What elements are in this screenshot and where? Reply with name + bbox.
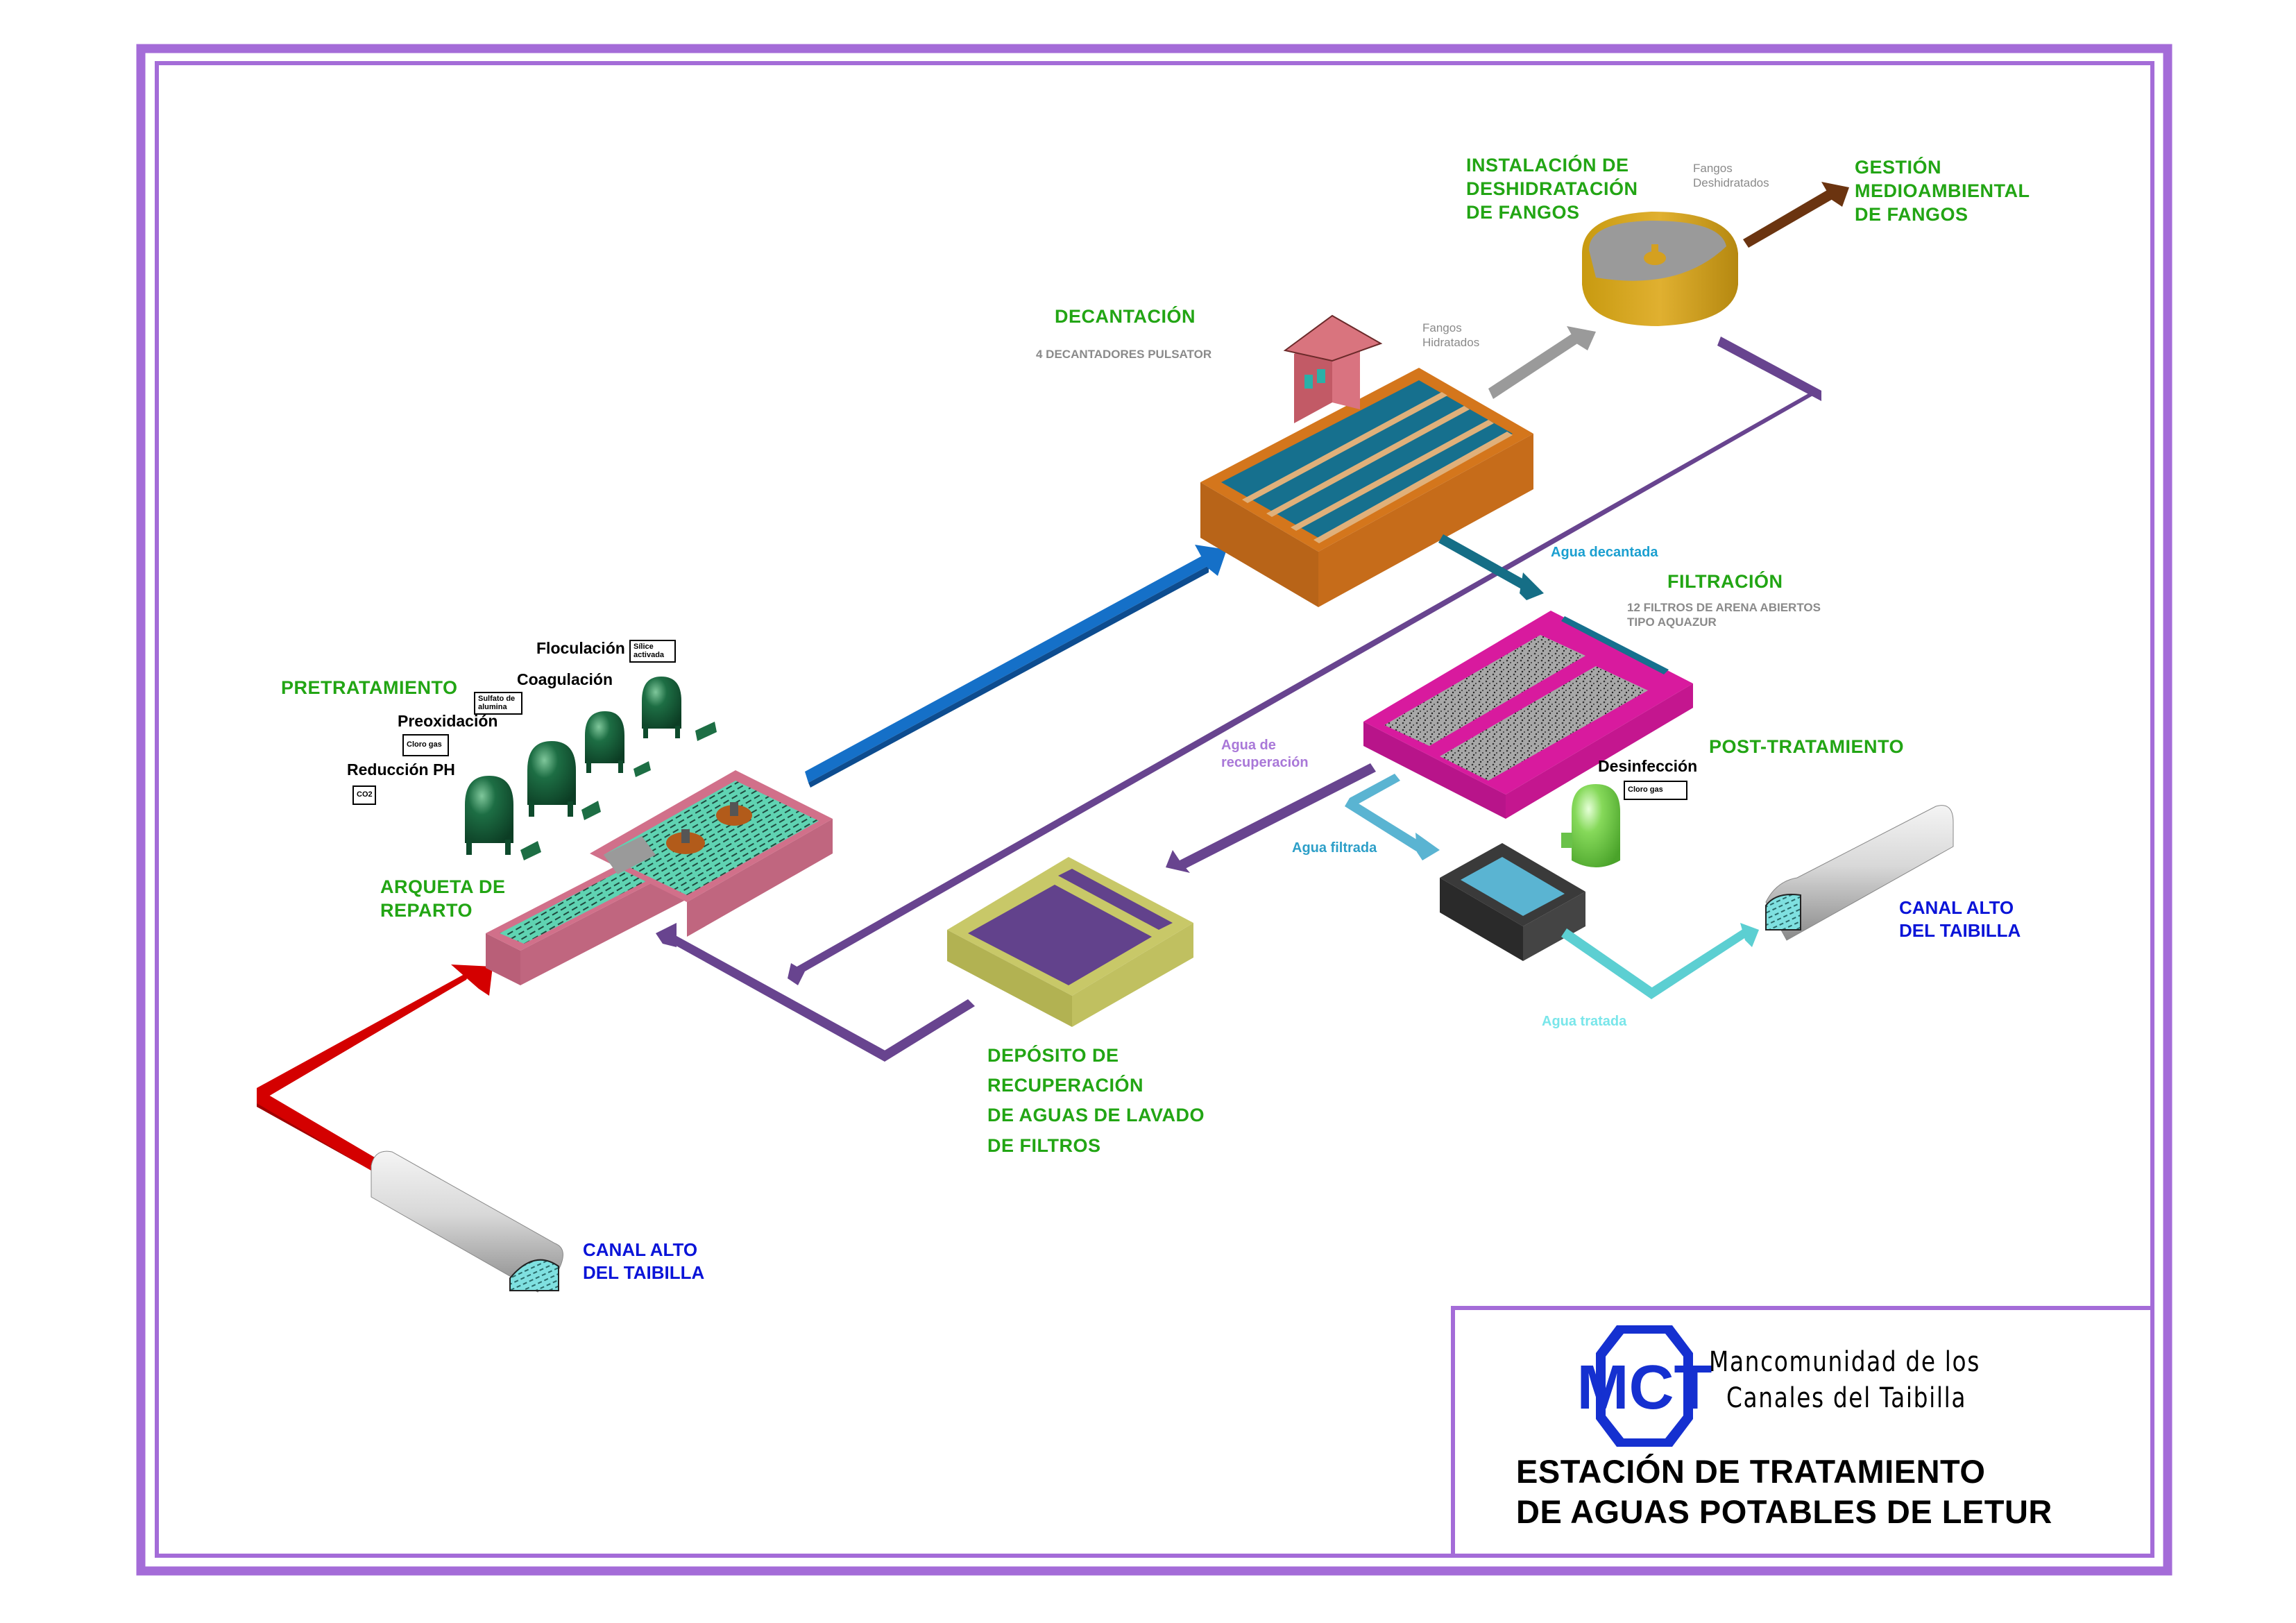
filtered-water-arrow bbox=[1345, 774, 1440, 860]
tank-coagulacion bbox=[585, 711, 624, 773]
label-deshidratacion: INSTALACIÓN DE DESHIDRATACIÓN DE FANGOS bbox=[1466, 155, 1638, 223]
reagent-cloro-gas-preox: Cloro gas bbox=[402, 734, 449, 756]
station-title-line2: DE AGUAS POTABLES DE LETUR bbox=[1516, 1493, 2052, 1530]
label-canal-outlet: CANAL ALTO DEL TAIBILLA bbox=[1899, 897, 2021, 941]
label-agua-recuperacion: Agua de recuperación bbox=[1221, 738, 1309, 770]
inner-frame bbox=[155, 61, 2154, 1558]
label-post-tratamiento: POST-TRATAMIENTO bbox=[1709, 736, 1904, 757]
decantation-tank bbox=[1200, 314, 1533, 607]
treated-water-arrow bbox=[1561, 923, 1759, 999]
tank-floculacion bbox=[642, 677, 681, 738]
title-block-border bbox=[1451, 1306, 2152, 1556]
filtration-tank bbox=[1363, 611, 1693, 819]
logo-text: MCT bbox=[1577, 1353, 1712, 1422]
label-filtros-arena: 12 FILTROS DE ARENA ABIERTOS TIPO AQUAZU… bbox=[1627, 601, 1821, 629]
decanted-water-arrow bbox=[1438, 534, 1544, 600]
label-reduccion-ph: Reducción PH bbox=[347, 760, 455, 779]
canal-inlet-tunnel bbox=[371, 1150, 563, 1293]
label-filtracion: FILTRACIÓN bbox=[1667, 571, 1783, 592]
canal-outlet-tunnel bbox=[1765, 805, 1954, 941]
label-fangos-deshidratados: Fangos Deshidratados bbox=[1693, 162, 1769, 190]
reagent-co2: CO2 bbox=[352, 785, 376, 805]
label-gestion-medioambiental: GESTIÓN MEDIOAMBIENTAL DE FANGOS bbox=[1855, 157, 2030, 225]
decanter-beams bbox=[1242, 392, 1513, 543]
label-preoxidacion: Preoxidación bbox=[398, 712, 498, 730]
station-title-line1: ESTACIÓN DE TRATAMIENTO bbox=[1516, 1453, 1986, 1490]
pretreated-water-arrow bbox=[805, 545, 1227, 788]
label-floculacion: Floculación bbox=[536, 639, 625, 657]
organization-name-line1: Mancomunidad de los bbox=[1709, 1346, 1980, 1378]
label-arqueta-reparto: ARQUETA DE REPARTO bbox=[380, 876, 506, 921]
recovery-water-arrow bbox=[1166, 763, 1376, 873]
outer-frame bbox=[136, 44, 2172, 1576]
reagent-cloro-gas-desinf: Cloro gas bbox=[1624, 781, 1687, 800]
tank-preoxidacion bbox=[527, 741, 576, 817]
raw-water-arrow bbox=[257, 965, 493, 1173]
label-fangos-hidratados: Fangos Hidratados bbox=[1422, 321, 1480, 350]
organization-name-line2: Canales del Taibilla bbox=[1726, 1382, 1967, 1414]
label-desinfeccion: Desinfección bbox=[1598, 757, 1698, 775]
tank-reduccion-ph bbox=[465, 776, 513, 855]
chemical-tanks bbox=[465, 677, 717, 860]
control-building bbox=[1283, 314, 1383, 423]
mct-logo: MCT bbox=[1577, 1325, 1712, 1447]
treated-water-reservoir bbox=[1440, 843, 1585, 961]
label-pretratamiento: PRETRATAMIENTO bbox=[281, 677, 458, 698]
chlorine-tank bbox=[1561, 784, 1620, 867]
label-agua-decantada: Agua decantada bbox=[1551, 545, 1658, 560]
sludge-dewatered-arrow bbox=[1743, 182, 1849, 248]
label-agua-tratada: Agua tratada bbox=[1542, 1014, 1627, 1029]
label-deposito-recuperacion: DEPÓSITO DE RECUPERACIÓN DE AGUAS DE LAV… bbox=[987, 1045, 1205, 1156]
sludge-dewatering-unit bbox=[1582, 212, 1738, 326]
label-decantadores: 4 DECANTADORES PULSATOR bbox=[1036, 348, 1212, 361]
label-canal-inlet: CANAL ALTO DEL TAIBILLA bbox=[583, 1239, 705, 1283]
deposit-return-arrow bbox=[656, 923, 975, 1062]
label-agua-filtrada: Agua filtrada bbox=[1292, 840, 1377, 856]
return-water-line bbox=[788, 337, 1821, 985]
arqueta-de-reparto bbox=[486, 770, 833, 985]
recovery-deposit-tank bbox=[947, 857, 1193, 1027]
label-coagulacion: Coagulación bbox=[517, 670, 613, 688]
sludge-hydrated-arrow bbox=[1488, 326, 1596, 399]
label-decantacion: DECANTACIÓN bbox=[1055, 306, 1196, 327]
